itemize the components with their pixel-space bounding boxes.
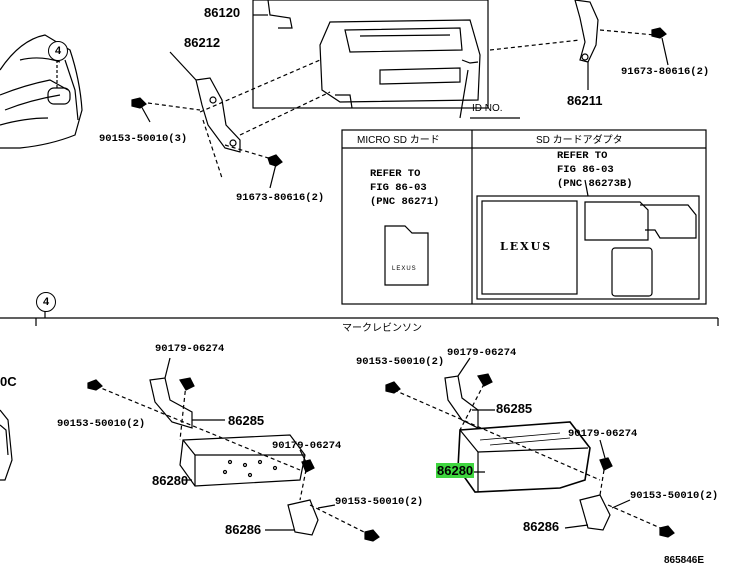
bracket-86211 (489, 0, 669, 90)
part-label-91673-left[interactable]: 91673-80616(2) (236, 192, 325, 204)
sd-refer-line3: (PNC 86273B) (557, 178, 633, 190)
left-label-90153-b[interactable]: 90153-50010(2) (335, 496, 424, 508)
sd-card-inset (341, 129, 707, 305)
callout-circle-mid[interactable]: 4 (36, 292, 56, 312)
brand-logo-small: LEXUS (392, 266, 417, 272)
right-label-86280-highlighted[interactable]: 86280 (436, 463, 475, 478)
id-number-label: ID NO. (472, 103, 503, 114)
right-label-86285[interactable]: 86285 (496, 401, 533, 416)
micro-refer-line3: (PNC 86271) (370, 196, 440, 208)
left-label-90153-a[interactable]: 90153-50010(2) (57, 418, 146, 430)
sd-adapter-header: SD カードアダプタ (536, 135, 623, 146)
brand-logo-text: LEXUS (500, 240, 553, 253)
section-label: マークレビンソン (342, 323, 422, 334)
right-label-90153-b[interactable]: 90153-50010(2) (630, 490, 719, 502)
left-label-86280[interactable]: 86280 (152, 473, 189, 488)
callout-circle-top[interactable]: 4 (48, 41, 68, 61)
left-label-90179-a[interactable]: 90179-06274 (155, 343, 225, 355)
left-label-86286[interactable]: 86286 (225, 522, 262, 537)
cut-off-component (0, 409, 13, 481)
right-label-90179-a[interactable]: 90179-06274 (447, 347, 517, 359)
amplifier-right-assembly (385, 357, 675, 538)
figure-id: 865846E (664, 555, 705, 566)
head-unit-box (252, 0, 520, 119)
part-label-90153-top[interactable]: 90153-50010(3) (99, 133, 188, 145)
micro-sd-header: MICRO SD カード (357, 135, 440, 146)
right-label-90153-a[interactable]: 90153-50010(2) (356, 356, 445, 368)
highlighted-part-number[interactable]: 86280 (436, 463, 475, 478)
cut-off-label: 0C (0, 374, 17, 389)
amplifier-left-assembly (87, 357, 380, 542)
part-label-86211[interactable]: 86211 (567, 93, 603, 108)
left-label-90179-b[interactable]: 90179-06274 (272, 440, 342, 452)
section-divider (0, 308, 719, 326)
sd-refer-line1: REFER TO (557, 150, 608, 162)
right-label-90179-b[interactable]: 90179-06274 (568, 428, 638, 440)
right-label-86286[interactable]: 86286 (523, 519, 560, 534)
sd-refer-line2: FIG 86-03 (557, 164, 614, 176)
part-label-91673-right[interactable]: 91673-80616(2) (621, 66, 710, 78)
part-label-86212[interactable]: 86212 (184, 35, 221, 50)
part-label-86120[interactable]: 86120 (204, 5, 241, 20)
vehicle-rear-illustration (0, 34, 83, 149)
micro-refer-line1: REFER TO (370, 168, 421, 180)
bracket-86212 (131, 51, 331, 189)
left-label-86285[interactable]: 86285 (228, 413, 265, 428)
micro-refer-line2: FIG 86-03 (370, 182, 427, 194)
